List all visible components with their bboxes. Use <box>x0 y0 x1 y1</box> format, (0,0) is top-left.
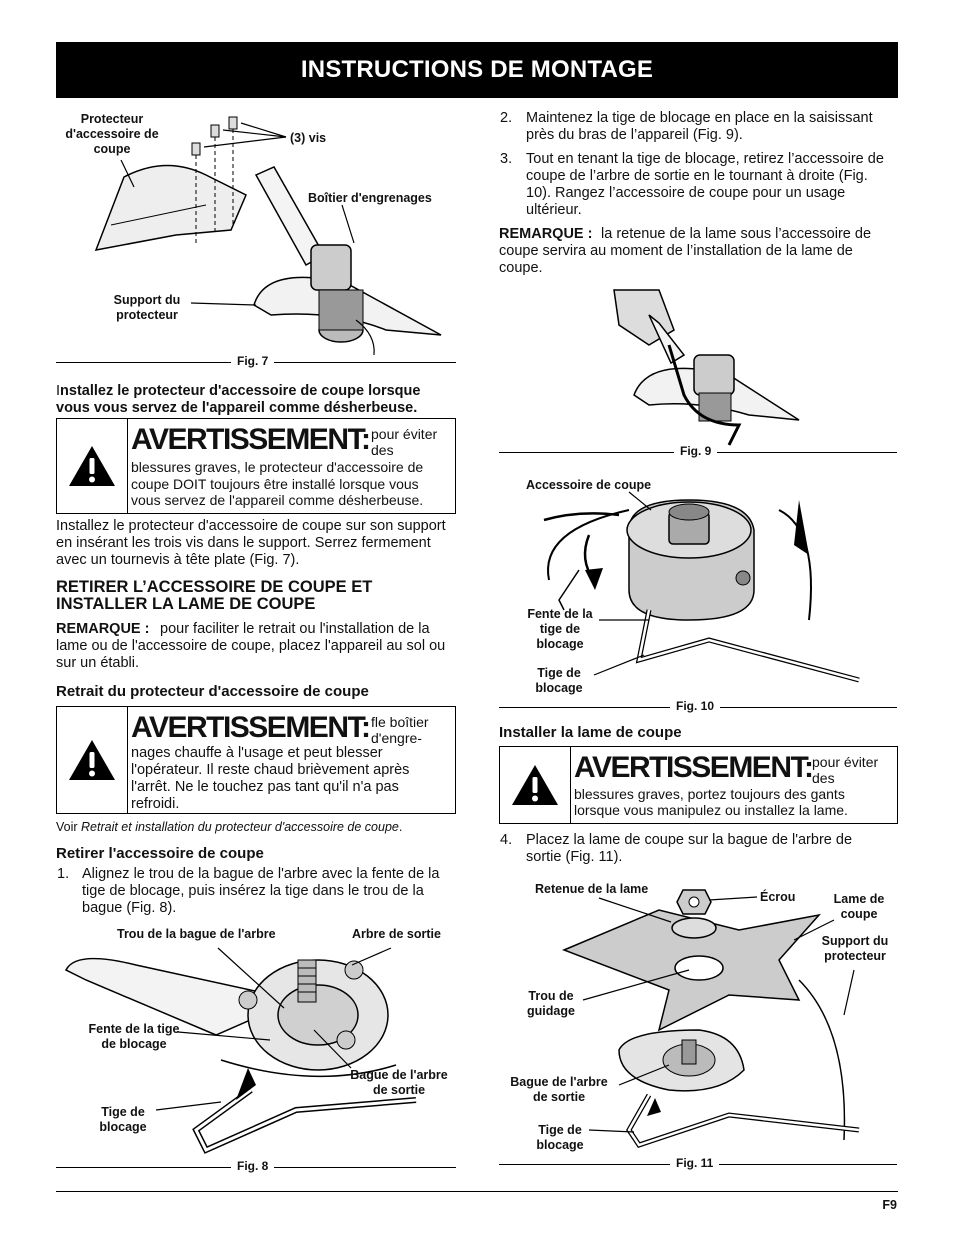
voir-reference: Voir Retrait et installation du protecte… <box>56 820 403 834</box>
step-1-num: 1. <box>57 866 70 882</box>
fig11-label-retenue: Retenue de la lame <box>535 882 649 896</box>
fig9-caption: Fig. 9 <box>674 444 718 458</box>
step-3-num: 3. <box>500 151 513 167</box>
warning-head: pour éviter des <box>371 426 438 458</box>
warning-triangle <box>500 747 571 823</box>
step-1-text: Alignez le trou de la bague de l'arbre a… <box>82 866 440 916</box>
fig11-label-support: Support du protecteur <box>821 934 889 963</box>
fig10-caption: Fig. 10 <box>670 699 721 713</box>
fig8-label-fente: Fente de la tige de blocage <box>88 1022 180 1051</box>
subheading-retrait: Retrait du protecteur d'accessoire de co… <box>56 683 369 700</box>
warning-icon <box>69 740 115 780</box>
fig7-label-vis: (3) vis <box>290 131 327 145</box>
fig8-label-tige: Tige de blocage <box>99 1105 147 1134</box>
warning-box-2: AVERTISSEMENT: fle boîtier d'engre- nage… <box>56 706 456 814</box>
fig10-label-accessoire: Accessoire de coupe <box>526 478 652 492</box>
warning-triangle <box>57 419 128 513</box>
fig7-label-boitier: Boîtier d'engrenages <box>308 191 432 205</box>
subheading-installer: Installer la lame de coupe <box>499 724 682 741</box>
warning-box-1: AVERTISSEMENT: pour éviter des blessures… <box>56 418 456 514</box>
fig8-label-arbre: Arbre de sortie <box>352 927 441 941</box>
warning-title: AVERTISSEMENT: <box>574 751 814 784</box>
fig9-illustration <box>613 289 800 446</box>
footer-rule <box>56 1191 898 1192</box>
warning-title: AVERTISSEMENT: <box>131 711 371 744</box>
fig8-caption: Fig. 8 <box>231 1159 275 1173</box>
fig11-label-tige: Tige de blocage <box>536 1123 584 1152</box>
fig10-label-fente: Fente de la tige de blocage <box>527 607 593 651</box>
install-note: Installez le protecteur d'accessoire de … <box>56 383 421 416</box>
fig11-label-bague: Bague de l'arbre de sortie <box>510 1075 608 1104</box>
page-header: INSTRUCTIONS DE MONTAGE <box>56 42 898 98</box>
warning-head: pour éviter des <box>812 754 879 786</box>
warning-body: blessures graves, le protecteur d'access… <box>131 459 424 508</box>
warning-triangle <box>57 707 128 813</box>
fig7-label-protecteur: Protecteur d'accessoire de coupe <box>65 112 159 156</box>
warning-icon <box>69 446 115 486</box>
page-number: F9 <box>882 1198 897 1212</box>
step-2-text: Maintenez la tige de blocage en place en… <box>526 110 873 143</box>
fig11-illustration <box>561 889 860 1148</box>
remarque-2-label: REMARQUE : <box>499 226 593 242</box>
fig7-label-support: Support du protecteur <box>113 293 181 322</box>
step-4-num: 4. <box>500 832 513 848</box>
remarque-1: REMARQUE : <box>56 621 150 637</box>
warning-box-3: AVERTISSEMENT: pour éviter des blessures… <box>499 746 898 824</box>
fig11-label-trou: Trou de guidage <box>527 989 575 1018</box>
warning-title: AVERTISSEMENT: <box>131 423 371 456</box>
step-4-text: Placez la lame de coupe sur la bague de … <box>526 832 853 865</box>
fig10-label-tige: Tige de blocage <box>535 666 583 695</box>
fig8-label-trou: Trou de la bague de l'arbre <box>117 927 276 941</box>
fig8-illustration <box>64 947 417 1154</box>
fig7-caption: Fig. 7 <box>231 354 275 368</box>
fig8-label-bague: Bague de l'arbre de sortie <box>350 1068 448 1097</box>
warning-icon <box>512 765 558 805</box>
fig7-illustration <box>94 116 442 356</box>
step-2-num: 2. <box>500 110 513 126</box>
fig10-illustration <box>543 491 860 683</box>
warning-body: blessures graves, portez toujours des ga… <box>574 786 848 818</box>
remarque-1-text: pour faciliter le retrait ou l'installat… <box>56 621 446 671</box>
warning-head: fle boîtier d'engre- <box>371 714 429 746</box>
fig11-label-lame: Lame de coupe <box>833 892 885 921</box>
page-title: INSTRUCTIONS DE MONTAGE <box>300 56 654 83</box>
section-title: RETIRER L’ACCESSOIRE DE COUPE ET INSTALL… <box>56 578 373 613</box>
fig11-label-ecrou: Écrou <box>760 890 796 904</box>
remarque-2-text: la retenue de la lame sous l’accessoire … <box>499 226 872 276</box>
fig11-caption: Fig. 11 <box>670 1156 720 1170</box>
step-3-text: Tout en tenant la tige de blocage, retir… <box>526 151 884 218</box>
warning-body: nages chauffe à l'usage et peut blesser … <box>131 745 410 812</box>
subheading-retirer: Retirer l'accessoire de coupe <box>56 845 264 862</box>
install-paragraph: Installez le protecteur d'accessoire de … <box>56 518 446 568</box>
